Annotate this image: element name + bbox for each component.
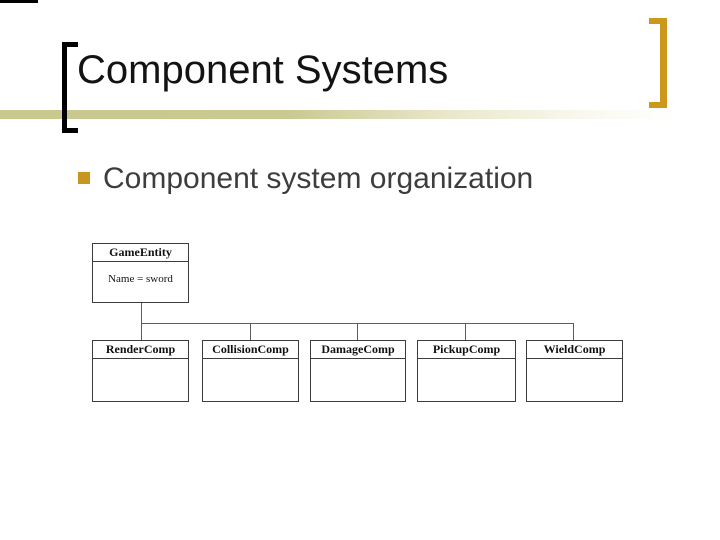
uml-box-game-entity: GameEntity Name = sword [92,243,189,303]
uml-box-collisioncomp: CollisionComp [202,340,299,402]
uml-box-pickupcomp: PickupComp [417,340,516,402]
bullet-square-icon [78,172,90,184]
connector-stub-pickupcomp [465,324,466,340]
screen-edge-artifact [0,0,38,3]
uml-box-title: DamageComp [311,341,405,359]
uml-box-body-empty [203,359,298,370]
connector-stub-collisioncomp [250,324,251,340]
uml-box-title: WieldComp [527,341,622,359]
uml-box-body-empty [311,359,405,370]
uml-box-title: RenderComp [93,341,188,359]
uml-box-title: CollisionComp [203,341,298,359]
connector-stub-wieldcomp [573,324,574,340]
title-right-bracket-decoration [649,18,667,108]
uml-box-damagecomp: DamageComp [310,340,406,402]
bullet-text: Component system organization [103,162,534,195]
connector-stub-damagecomp [357,324,358,340]
title-left-bracket-decoration [62,42,78,133]
uml-box-title: PickupComp [418,341,515,359]
uml-box-attribute: Name = sword [108,273,173,285]
page-title: Component Systems [77,48,449,92]
uml-box-body-empty [93,359,188,370]
uml-box-title: GameEntity [93,244,188,262]
connector-parent-drop [141,303,142,323]
uml-box-body-empty [527,359,622,370]
uml-box-body-empty [418,359,515,370]
uml-box-wieldcomp: WieldComp [526,340,623,402]
uml-box-rendercomp: RenderComp [92,340,189,402]
connector-stub-rendercomp [141,324,142,340]
connector-horizontal-bus [141,323,574,324]
title-divider-band [0,110,720,119]
